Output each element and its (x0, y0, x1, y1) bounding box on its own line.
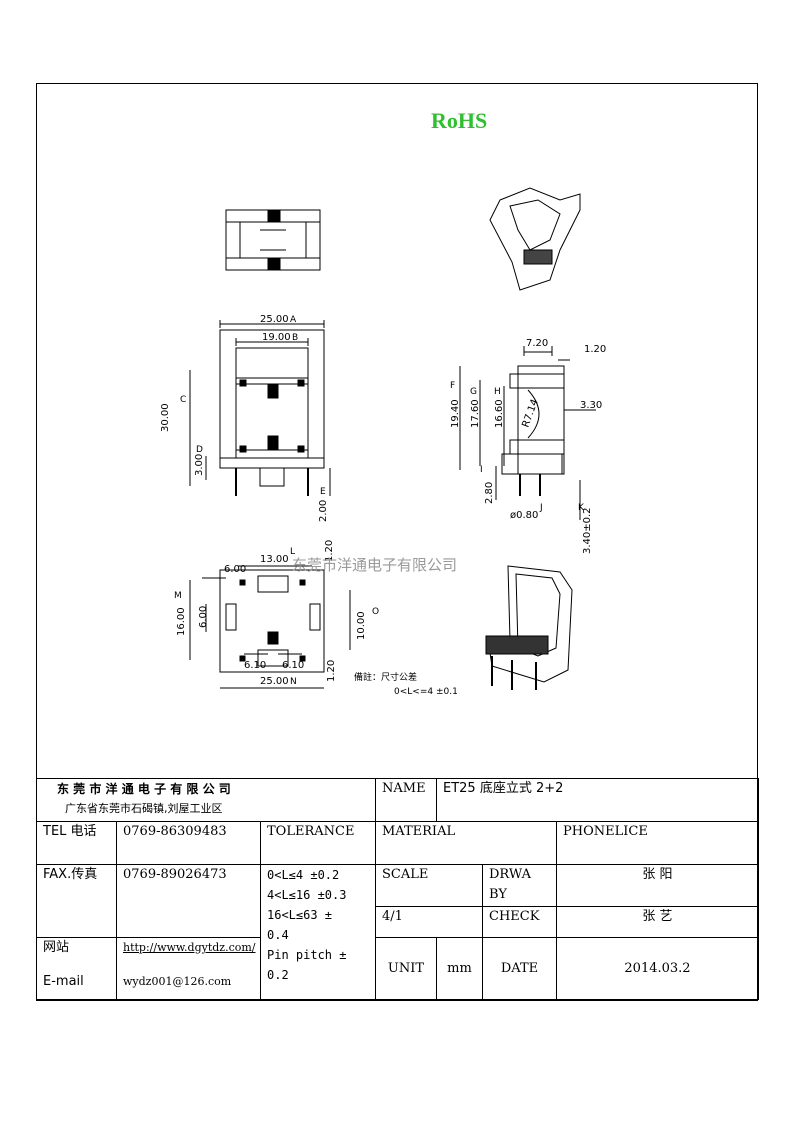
dim-bottom-t1: 1.20 (324, 540, 335, 562)
tag-a: A (290, 315, 297, 325)
dim-side-radius: R7.14 (520, 398, 540, 429)
fax-value: 0769-89026473 (116, 864, 261, 938)
date-value: 2014.03.2 (556, 937, 759, 1000)
unit-label: UNIT (375, 937, 437, 1000)
dim-side-h3: 16.60 (494, 399, 505, 428)
tag-c: C (180, 395, 186, 405)
web-email-labels: 网站 E-mail (36, 937, 117, 1000)
dim-side-d1: 7.20 (526, 338, 548, 349)
scale-label: SCALE (375, 864, 483, 907)
dim-side-h4: 2.80 (484, 482, 495, 504)
tolerance-line: 4<L≤16 ±0.3 (267, 888, 347, 902)
dim-width-inner: 19.00 (262, 332, 291, 343)
tolerance-line: 16<L≤63 ± (267, 908, 333, 922)
tolerance-values: 0<L≤4 ±0.2 4<L≤16 ±0.3 16<L≤63 ± 0.4 Pin… (260, 864, 376, 1000)
dim-bottom-w3: 25.00 (260, 676, 289, 687)
tolerance-line: 0<L≤4 ±0.2 (267, 868, 340, 882)
company-cell: 东 莞 市 洋 通 电 子 有 限 公 司 广东省东莞市石碣镇,刘屋工业区 (36, 778, 376, 822)
tag-k: K (578, 503, 585, 513)
scale-value: 4/1 (375, 906, 483, 938)
tag-e: E (320, 487, 326, 497)
tolerance-note-value: 0<L<=4 ±0.1 (394, 687, 458, 697)
rohs-mark: RoHS (431, 108, 488, 133)
dim-bottom-t2: 1.20 (326, 660, 337, 682)
dim-bottom-w2: 6.00 (224, 564, 246, 575)
fax-label: FAX.传真 (36, 864, 117, 938)
check-label: CHECK (482, 906, 557, 938)
dim-side-h2: 17.60 (470, 399, 481, 428)
tag-h: H (494, 387, 501, 397)
dim-bottom-p1: 6.10 (244, 660, 266, 671)
watermark: 东莞市洋通电子有限公司 (292, 556, 457, 574)
tel-value: 0769-86309483 (116, 821, 261, 865)
dim-height: 30.00 (160, 403, 171, 432)
email-label: E-mail (43, 974, 84, 989)
material-label: MATERIAL (375, 821, 557, 865)
tag-i: I (480, 465, 483, 475)
drwa-label: DRWA BY (482, 864, 557, 907)
drwa-value: 张 阳 (556, 864, 759, 907)
name-label: NAME (375, 778, 437, 822)
website-link[interactable]: http://www.dgytdz.com/ (123, 941, 256, 954)
tolerance-line: Pin pitch ± (267, 948, 347, 962)
title-block: 东 莞 市 洋 通 电 子 有 限 公 司 广东省东莞市石碣镇,刘屋工业区 NA… (36, 778, 759, 1000)
tag-m: M (174, 591, 182, 601)
dim-side-h1: 19.40 (450, 399, 461, 428)
dim-side-h5: 3.40±0.2 (582, 507, 593, 554)
tolerance-label: TOLERANCE (260, 821, 376, 865)
isometric-view-bottom (485, 565, 573, 690)
dim-bottom-w1: 13.00 (260, 554, 289, 565)
email-value: wydz001@126.com (123, 975, 232, 988)
bottom-view (189, 565, 351, 689)
dim-bottom-p2: 6.10 (282, 660, 304, 671)
tag-b: B (292, 333, 298, 343)
top-view (225, 209, 321, 271)
side-view (459, 346, 596, 520)
tag-n: N (290, 677, 297, 687)
company-address: 广东省东莞市石碣镇,刘屋工业区 (65, 802, 223, 815)
dim-bottom-h3: 10.00 (356, 611, 367, 640)
technical-drawing: 25.00 A 19.00 B 30.00 C 3.00 D 2.00 E 7.… (160, 187, 606, 697)
web-label: 网站 (43, 940, 70, 955)
tel-label: TEL 电话 (36, 821, 117, 865)
tolerance-note-label: 備註：尺寸公差 (354, 671, 417, 683)
dim-side-d3: 3.30 (580, 400, 602, 411)
dim-width-outer: 25.00 (260, 314, 289, 325)
drawing-sheet-border (36, 83, 758, 1001)
dim-side-pin-dia: ø0.80 (510, 510, 538, 521)
dim-base: 3.00 (194, 454, 205, 476)
date-label: DATE (482, 937, 557, 1000)
web-email-values: http://www.dgytdz.com/ wydz001@126.com (116, 937, 261, 1000)
phonelice-label: PHONELICE (556, 821, 759, 865)
tolerance-line: 0.2 (267, 968, 289, 982)
company-name: 东 莞 市 洋 通 电 子 有 限 公 司 (57, 782, 231, 796)
dim-bottom-h2: 6.00 (198, 606, 209, 628)
dim-bottom-h1: 16.00 (176, 607, 187, 636)
dim-side-d2: 1.20 (584, 344, 606, 355)
tolerance-line: 0.4 (267, 928, 289, 942)
drwa-label-line1: DRWA (489, 867, 532, 882)
tag-d: D (196, 445, 203, 455)
drwa-label-line2: BY (489, 887, 507, 902)
tag-j: J (539, 503, 543, 513)
tag-o: O (372, 607, 379, 617)
unit-value: mm (436, 937, 483, 1000)
name-value: ET25 底座立式 2+2 (436, 778, 759, 822)
tag-g: G (470, 387, 477, 397)
front-view (189, 320, 331, 496)
isometric-view-top (489, 187, 581, 291)
tag-f: F (450, 381, 455, 391)
check-value: 张 艺 (556, 906, 759, 938)
tag-l: L (290, 547, 295, 557)
dim-pin-len: 2.00 (318, 500, 329, 522)
